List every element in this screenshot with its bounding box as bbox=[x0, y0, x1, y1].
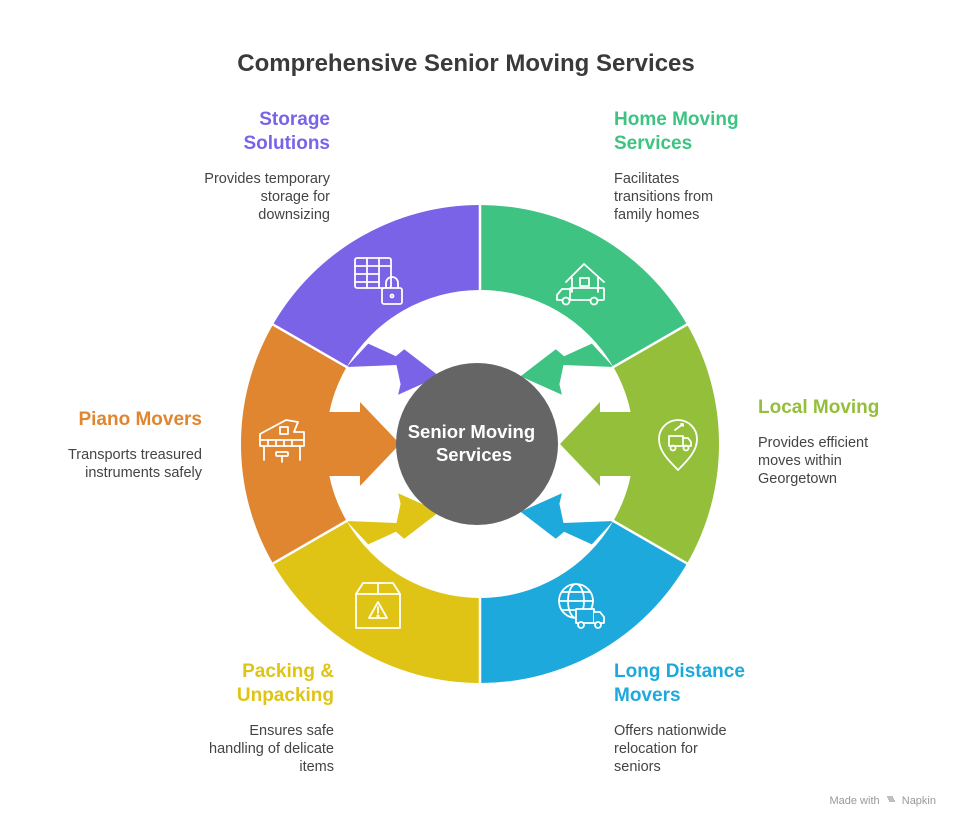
piano-icon bbox=[259, 419, 305, 463]
globe-truck-icon bbox=[558, 583, 605, 629]
inward-arrows bbox=[326, 343, 634, 545]
segment-dividers bbox=[271, 203, 689, 685]
heading-piano: Piano Movers bbox=[78, 409, 202, 430]
arrow-packing bbox=[346, 493, 440, 545]
center-hub bbox=[396, 363, 558, 525]
arrow-piano bbox=[326, 402, 400, 486]
center-label: Senior Moving Services bbox=[408, 421, 541, 465]
napkin-brand-text: Napkin bbox=[901, 795, 936, 807]
arrow-home bbox=[520, 343, 614, 395]
made-with-text: Made with bbox=[829, 795, 880, 807]
arrow-storage bbox=[346, 343, 440, 395]
heading-local: Local Moving bbox=[758, 397, 880, 418]
heading-packing: Packing &Unpacking bbox=[236, 661, 334, 706]
napkin-logo-icon bbox=[886, 794, 896, 807]
footer-attribution: Made with Napkin bbox=[829, 794, 936, 807]
fragile-box-icon bbox=[355, 582, 401, 629]
storage-lock-icon bbox=[354, 257, 403, 305]
arrow-long-distance bbox=[520, 493, 614, 545]
segment-storage bbox=[273, 204, 480, 367]
segment-piano bbox=[240, 324, 347, 564]
arrow-local bbox=[560, 402, 634, 486]
house-truck-icon bbox=[556, 263, 605, 306]
diagram-title: Comprehensive Senior Moving Services bbox=[237, 50, 695, 77]
segment-packing bbox=[273, 521, 480, 683]
segment-local bbox=[613, 324, 720, 564]
location-truck-icon bbox=[658, 419, 698, 471]
